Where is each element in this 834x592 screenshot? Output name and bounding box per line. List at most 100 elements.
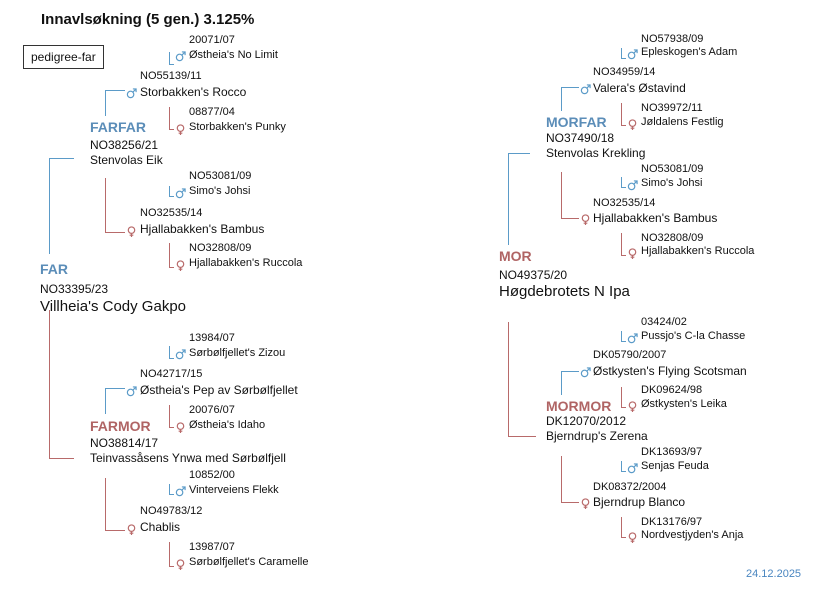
ff-m-f-name[interactable]: Simo's Johsi <box>189 185 251 197</box>
mf-f-f-reg: NO57938/09 <box>641 33 704 45</box>
ff-f-reg: NO55139/11 <box>140 70 202 82</box>
mm-m-f-name[interactable]: Senjas Feuda <box>641 460 709 472</box>
morfar-dam-line-h <box>561 218 579 219</box>
male-symbol-icon <box>627 461 638 479</box>
morfar-name[interactable]: Stenvolas Krekling <box>546 146 646 160</box>
ff-m-dam-line-h <box>169 267 174 268</box>
fm-f-m-name[interactable]: Østheia's Idaho <box>189 419 266 431</box>
morfar-sire-line <box>561 87 562 111</box>
mf-m-m-name[interactable]: Hjallabakken's Ruccola <box>641 245 755 257</box>
mm-m-reg: DK08372/2004 <box>593 481 667 493</box>
pedigree-far-tab[interactable]: pedigree-far <box>23 45 104 69</box>
mm-f-f-reg: 03424/02 <box>641 316 687 328</box>
ff-m-m-reg: NO32808/09 <box>189 242 252 254</box>
ff-f-name[interactable]: Storbakken's Rocco <box>140 85 247 99</box>
far-dam-connector-line <box>49 310 50 458</box>
male-symbol-icon <box>580 82 591 100</box>
far-connector-line <box>49 158 50 254</box>
mf-f-sire-line-h <box>621 58 626 59</box>
mormor-dam-line <box>561 456 562 502</box>
male-symbol-icon <box>175 186 186 204</box>
female-symbol-icon <box>126 522 137 540</box>
female-symbol-icon <box>175 557 186 575</box>
ff-f-m-name[interactable]: Storbakken's Punky <box>189 121 286 133</box>
farmor-name[interactable]: Teinvassåsens Ynwa med Sørbølfjell <box>90 451 286 465</box>
fm-f-reg: NO42717/15 <box>140 368 203 380</box>
farfar-name[interactable]: Stenvolas Eik <box>90 153 163 167</box>
mormor-sire-line <box>561 371 562 395</box>
mm-f-name[interactable]: Østkysten's Flying Scotsman <box>593 364 747 378</box>
mf-f-f-name[interactable]: Epleskogen's Adam <box>641 46 738 58</box>
farfar-dam-line <box>105 178 106 232</box>
morfar-dam-line <box>561 172 562 218</box>
mf-f-m-reg: NO39972/11 <box>641 102 703 114</box>
fm-m-m-reg: 13987/07 <box>189 541 235 553</box>
mm-f-m-reg: DK09624/98 <box>641 384 703 396</box>
ff-m-reg: NO32535/14 <box>140 207 203 219</box>
mm-m-dam-line-h <box>621 537 626 538</box>
fm-m-name[interactable]: Chablis <box>140 520 181 534</box>
mormor-dam-line-h <box>561 502 579 503</box>
ff-m-dam-line <box>169 243 170 267</box>
fm-f-sire-line-h <box>169 358 174 359</box>
ff-m-name[interactable]: Hjallabakken's Bambus <box>140 222 265 236</box>
male-symbol-icon <box>627 331 638 349</box>
female-symbol-icon <box>580 496 591 514</box>
mm-f-dam-line-h <box>621 407 626 408</box>
mm-m-name[interactable]: Bjerndrup Blanco <box>593 495 686 509</box>
fm-f-f-name[interactable]: Sørbølfjellet's Zizou <box>189 347 286 359</box>
mf-m-f-name[interactable]: Simo's Johsi <box>641 177 703 189</box>
farmor-role-label: FARMOR <box>90 418 151 434</box>
mor-role-label: MOR <box>499 248 532 264</box>
female-symbol-icon <box>175 258 186 276</box>
far-name[interactable]: Villheia's Cody Gakpo <box>40 298 187 315</box>
farmor-sire-line-h <box>105 388 125 389</box>
mf-f-dam-line-h <box>621 125 626 126</box>
mor-sire-connector-line <box>508 153 509 245</box>
mor-name[interactable]: Høgdebrotets N Ipa <box>499 283 630 300</box>
mormor-name[interactable]: Bjerndrup's Zerena <box>546 429 648 443</box>
farfar-sire-line <box>105 90 106 116</box>
fm-m-reg: NO49783/12 <box>140 505 203 517</box>
female-symbol-icon <box>580 212 591 230</box>
fm-m-sire-line <box>169 484 170 494</box>
mm-f-m-name[interactable]: Østkysten's Leika <box>641 398 727 410</box>
mf-f-m-name[interactable]: Jøldalens Festlig <box>641 116 724 128</box>
ff-m-m-name[interactable]: Hjallabakken's Ruccola <box>189 257 303 269</box>
fm-f-dam-line-h <box>169 427 174 428</box>
morfar-sire-line-h <box>561 87 579 88</box>
mf-f-dam-line <box>621 103 622 125</box>
farfar-dam-line-h <box>105 232 125 233</box>
mm-m-dam-line <box>621 517 622 537</box>
fm-m-m-name[interactable]: Sørbølfjellet's Caramelle <box>189 556 309 568</box>
far-dam-connector-line-h <box>49 458 74 459</box>
farfar-reg: NO38256/21 <box>90 138 159 152</box>
female-symbol-icon <box>175 420 186 438</box>
far-reg: NO33395/23 <box>40 282 109 296</box>
mm-m-m-reg: DK13176/97 <box>641 516 703 528</box>
mf-m-sire-line <box>621 177 622 187</box>
mm-m-sire-line <box>621 461 622 471</box>
female-symbol-icon <box>627 399 638 417</box>
male-symbol-icon <box>627 47 638 65</box>
fm-m-f-name[interactable]: Vinterveiens Flekk <box>189 484 279 496</box>
male-symbol-icon <box>627 178 638 196</box>
farfar-sire-line-h <box>105 90 125 91</box>
farmor-dam-line-h <box>105 530 125 531</box>
fm-m-dam-line <box>169 542 170 566</box>
fm-f-dam-line <box>169 405 170 427</box>
far-connector-line-h <box>49 158 74 159</box>
male-symbol-icon <box>126 86 137 104</box>
mf-f-name[interactable]: Valera's Østavind <box>593 81 686 95</box>
mor-dam-connector-line <box>508 322 509 436</box>
mf-m-sire-line-h <box>621 187 626 188</box>
fm-f-name[interactable]: Østheia's Pep av Sørbølfjellet <box>140 383 298 397</box>
mm-m-m-name[interactable]: Nordvestjyden's Anja <box>641 529 744 541</box>
mf-m-name[interactable]: Hjallabakken's Bambus <box>593 211 718 225</box>
mormor-reg: DK12070/2012 <box>546 414 627 428</box>
mm-f-f-name[interactable]: Pussjo's C-la Chasse <box>641 330 746 342</box>
ff-f-f-name[interactable]: Østheia's No Limit <box>189 49 278 61</box>
farmor-reg: NO38814/17 <box>90 436 159 450</box>
ff-f-f-reg: 20071/07 <box>189 34 235 46</box>
